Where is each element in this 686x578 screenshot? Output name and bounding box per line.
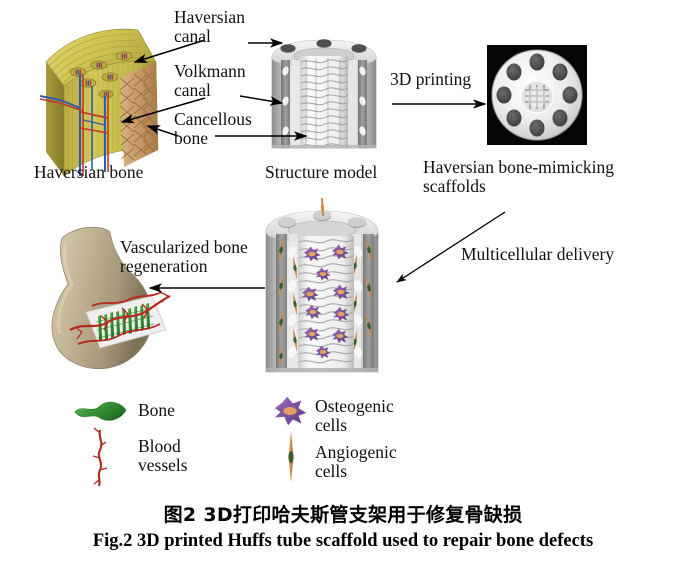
arrow-volkmann-to-model [239, 95, 284, 106]
angiogenic-cells-left-wall [278, 237, 298, 367]
legend-label-osteogenic-cells: Osteogenic cells [315, 396, 394, 435]
blood-vessels-limb [69, 291, 171, 345]
structure-model-illustration [271, 39, 377, 149]
label-scaffolds: Haversian bone-mimicking scaffolds [423, 157, 614, 196]
scaffold-photograph [487, 45, 587, 145]
figure-caption-chinese: 图2 3D打印哈夫斯管支架用于修复骨缺损 [163, 504, 523, 526]
label-vascularized-regeneration: Vascularized bone regeneration [120, 237, 248, 276]
haversian-bone-illustration [39, 28, 159, 177]
cell-laden-scaffold-illustration [265, 197, 379, 373]
label-cancellous-bone: Cancellous bone [174, 109, 252, 148]
legend-label-angiogenic-cells: Angiogenic cells [315, 442, 397, 481]
osteogenic-cells-core [301, 244, 350, 359]
structure-side-holes [282, 66, 366, 136]
left-wall-channel [287, 246, 297, 358]
right-wall-channel [353, 246, 363, 358]
arrow-haversian-to-bone [133, 39, 206, 63]
label-structure-model: Structure model [265, 162, 378, 182]
arrow-cancellous-to-bone [146, 125, 179, 137]
label-haversian-bone: Haversian bone [34, 162, 144, 182]
blood-vessel-icon [92, 427, 108, 487]
scaffold-top-holes [278, 210, 366, 228]
haversian-canal-vessels [78, 74, 109, 176]
figure-caption-english: Fig.2 3D printed Huffs tube scaffold use… [92, 531, 594, 551]
label-multicellular-delivery: Multicellular delivery [461, 244, 615, 264]
annotation-arrows [120, 38, 506, 293]
regenerated-bone-illustration [51, 226, 171, 370]
angiogenic-cell-icon [288, 431, 294, 483]
label-3d-printing: 3D printing [390, 69, 472, 89]
arrow-volkmann-to-bone [120, 97, 206, 124]
label-haversian-canal: Haversian canal [174, 7, 245, 46]
arrow-multicellular-delivery [396, 211, 506, 283]
structure-top-holes [280, 39, 367, 53]
label-volkmann-canal: Volkmann canal [174, 61, 246, 100]
bone-icon [74, 401, 127, 421]
legend-label-blood-vessels: Blood vessels [138, 436, 188, 475]
legend-label-bone: Bone [138, 400, 175, 420]
volkmann-canal-vessels [39, 95, 109, 134]
osteogenic-cell-icon [274, 396, 307, 426]
legend-icons [74, 396, 307, 487]
